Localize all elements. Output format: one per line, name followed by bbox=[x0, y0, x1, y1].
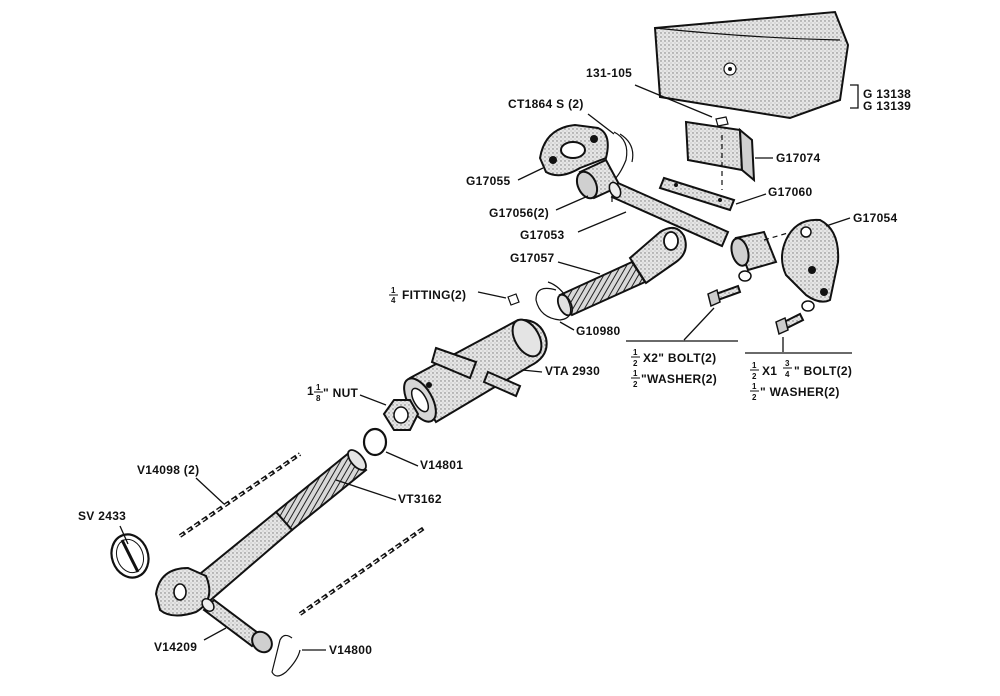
bolt-right-label: 1 2 X1 3 4 " BOLT(2) 1 2 " WASHER(2) bbox=[750, 359, 852, 402]
leader-g17055 bbox=[517, 167, 544, 181]
label-v14098: V14098 (2) bbox=[137, 463, 199, 477]
screw-131-105 bbox=[715, 116, 729, 127]
label-v14801: V14801 bbox=[420, 458, 463, 472]
svg-text:2: 2 bbox=[752, 372, 757, 381]
svg-text:1: 1 bbox=[316, 383, 321, 392]
threaded-rod-vt3162-part bbox=[154, 449, 368, 617]
fitting-quarter-label: 1 4 bbox=[389, 286, 398, 305]
leader-131-105 bbox=[634, 84, 713, 118]
svg-text:1: 1 bbox=[633, 369, 638, 378]
leader-fitting bbox=[477, 291, 507, 299]
bolt-left-part bbox=[707, 284, 742, 308]
label-g17054: G17054 bbox=[853, 211, 898, 225]
leader-v14209 bbox=[203, 627, 227, 641]
t-housing-vta2930-part bbox=[403, 318, 548, 424]
leader-vt3162 bbox=[335, 479, 397, 501]
leader-bolt-left bbox=[683, 307, 715, 341]
leader-g17056 bbox=[555, 195, 589, 211]
svg-text:1: 1 bbox=[307, 384, 314, 398]
pin-g17053-part bbox=[608, 181, 730, 248]
bracket-g17074-part bbox=[684, 120, 756, 183]
spring-clip-g10980-part bbox=[535, 281, 572, 321]
label-bolt-left: X2" BOLT(2) bbox=[643, 351, 716, 365]
label-g17074: G17074 bbox=[776, 151, 821, 165]
label-g17056: G17056(2) bbox=[489, 206, 549, 220]
label-v14800: V14800 bbox=[329, 643, 372, 657]
tool-box-part bbox=[653, 10, 850, 120]
leader-ct1864s bbox=[587, 113, 615, 135]
hex-nut-part bbox=[382, 399, 420, 431]
svg-text:2: 2 bbox=[633, 359, 638, 368]
chain-upper-part bbox=[178, 452, 302, 538]
cotter-pin-part bbox=[611, 131, 634, 183]
clevis-plate-g17054-part bbox=[781, 218, 840, 303]
label-g10980: G10980 bbox=[576, 324, 621, 338]
label-bolt-right-size: X1 bbox=[762, 364, 777, 378]
label-g17057: G17057 bbox=[510, 251, 555, 265]
label-g17055: G17055 bbox=[466, 174, 511, 188]
hairpin-v14800-part bbox=[271, 634, 301, 677]
link-arm-g17057-part bbox=[556, 226, 687, 317]
clevis-plate-g17055-part bbox=[538, 123, 609, 177]
svg-text:1: 1 bbox=[633, 348, 638, 357]
bolt-left-label: 1 2 X2" BOLT(2) 1 2 "WASHER(2) bbox=[631, 348, 717, 389]
svg-text:1: 1 bbox=[391, 286, 396, 295]
leader-vta2930 bbox=[521, 369, 543, 373]
svg-text:1: 1 bbox=[752, 361, 757, 370]
label-g17053: G17053 bbox=[520, 228, 565, 242]
leader-v14801 bbox=[385, 451, 419, 467]
label-vt3162: VT3162 bbox=[398, 492, 442, 506]
label-nut: " NUT bbox=[323, 386, 359, 400]
lock-washer-v14801-part bbox=[362, 427, 388, 457]
svg-text:8: 8 bbox=[316, 394, 321, 403]
bushing-right-part bbox=[730, 230, 778, 272]
chain-lower-part bbox=[298, 526, 426, 616]
label-sv2433: SV 2433 bbox=[78, 509, 126, 523]
label-washer-left: "WASHER(2) bbox=[641, 372, 717, 386]
label-g13138: G 13138 bbox=[863, 87, 911, 101]
label-g13139: G 13139 bbox=[863, 99, 911, 113]
svg-text:2: 2 bbox=[633, 380, 638, 389]
label-g17060: G17060 bbox=[768, 185, 813, 199]
label-ct1864s: CT1864 S (2) bbox=[508, 97, 584, 111]
leader-g10980 bbox=[559, 321, 575, 331]
label-vta2930: VTA 2930 bbox=[545, 364, 600, 378]
label-fitting: FITTING(2) bbox=[402, 288, 466, 302]
svg-text:4: 4 bbox=[391, 296, 396, 305]
leader-v14098 bbox=[195, 477, 225, 505]
bolt-right-part bbox=[775, 312, 805, 336]
leader-g17060 bbox=[735, 193, 767, 205]
svg-text:4: 4 bbox=[785, 370, 790, 379]
grease-fitting-part bbox=[507, 293, 520, 306]
linch-pin-sv2433-part bbox=[110, 533, 150, 579]
strap-g17060-part bbox=[658, 176, 736, 212]
clevis-pin-v14209-part bbox=[201, 597, 273, 654]
svg-text:1: 1 bbox=[752, 382, 757, 391]
label-bolt-right: " BOLT(2) bbox=[794, 364, 852, 378]
label-v14209: V14209 bbox=[154, 640, 197, 654]
tool-box-bracket bbox=[850, 84, 859, 109]
washer-right-part bbox=[801, 300, 815, 312]
leader-g17053 bbox=[577, 211, 627, 233]
label-131-105: 131-105 bbox=[586, 66, 632, 80]
leader-g17054 bbox=[825, 217, 851, 227]
leader-nut bbox=[359, 394, 387, 406]
label-washer-right: " WASHER(2) bbox=[760, 385, 840, 399]
svg-text:3: 3 bbox=[785, 359, 790, 368]
svg-text:2: 2 bbox=[752, 393, 757, 402]
nut-one-and-eighth-label: 1 1 8 bbox=[307, 383, 323, 403]
leader-g17057 bbox=[557, 261, 601, 275]
washer-left-part bbox=[738, 270, 752, 282]
